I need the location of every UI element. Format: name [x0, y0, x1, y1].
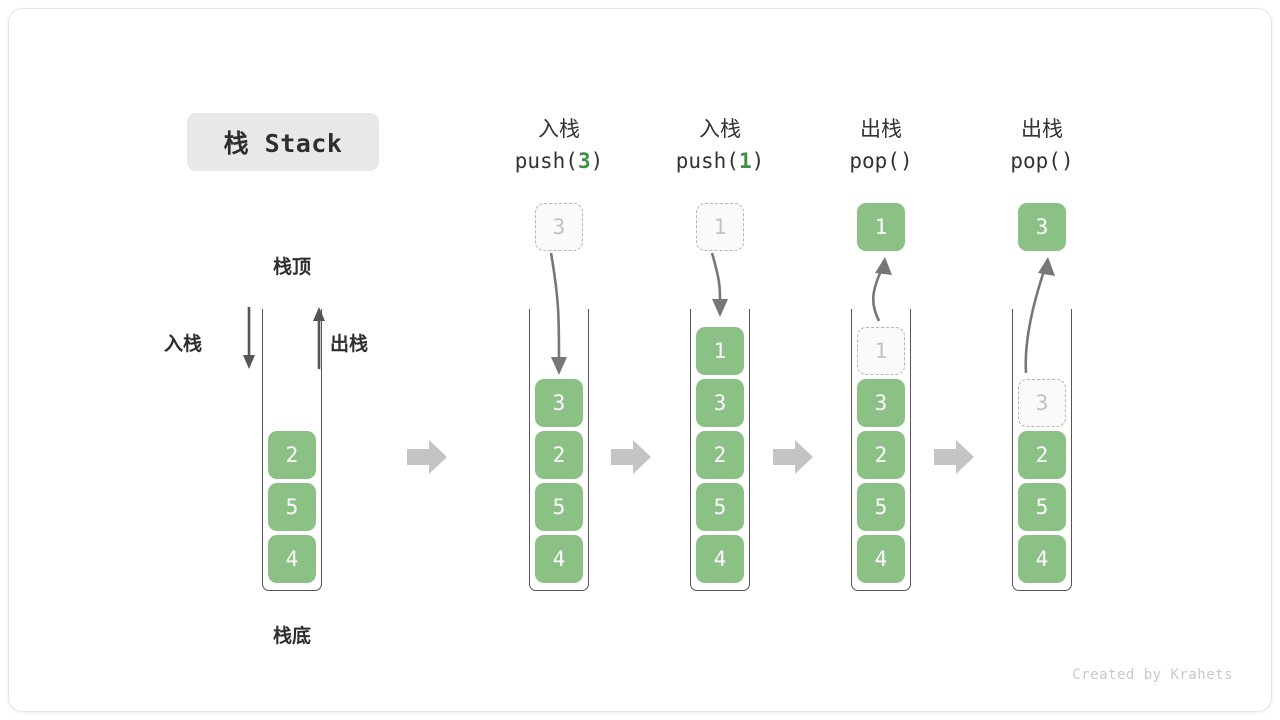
- stack-cell: 5: [696, 483, 744, 531]
- column-heading: 出栈 pop(): [962, 113, 1122, 177]
- arrow-right-icon: [407, 440, 447, 474]
- push-argument: 1: [738, 149, 752, 173]
- column-heading: 入栈 push(1): [640, 113, 800, 177]
- column-heading-line2: pop(): [849, 149, 913, 173]
- stack-bottom-label: 栈底: [272, 625, 311, 647]
- stack-container: [851, 309, 911, 591]
- stack-cell: 5: [535, 483, 583, 531]
- stack-cell: 1: [696, 327, 744, 375]
- stack-cell: 4: [268, 535, 316, 583]
- column-heading: 入栈 push(3): [479, 113, 639, 177]
- push-source-element: 3: [535, 203, 583, 251]
- pop-legend-label: 出栈: [330, 333, 369, 355]
- stack-cell: 2: [696, 431, 744, 479]
- push-argument: 3: [577, 149, 591, 173]
- column-heading-line1: 入栈: [538, 117, 580, 141]
- stack-container: [262, 309, 322, 591]
- stack-cell: 5: [1018, 483, 1066, 531]
- arrow-right-icon: [934, 440, 974, 474]
- stack-cell: 3: [857, 379, 905, 427]
- push-source-value: 1: [713, 215, 727, 239]
- page-title: 栈 Stack: [187, 113, 379, 171]
- stack-cell-ghost: 3: [1018, 379, 1066, 427]
- stack-cell-ghost: 1: [857, 327, 905, 375]
- credit-text: Created by Krahets: [1072, 667, 1233, 683]
- arrow-right-icon: [773, 440, 813, 474]
- stack-container: [690, 309, 750, 591]
- column-heading-line2: push(3): [514, 149, 604, 173]
- push-legend-label: 入栈: [164, 333, 203, 355]
- stack-container: [529, 309, 589, 591]
- stack-cell: 2: [1018, 431, 1066, 479]
- stack-cell: 5: [268, 483, 316, 531]
- stack-top-label: 栈顶: [272, 256, 311, 278]
- stack-cell: 2: [535, 431, 583, 479]
- pop-result-value: 3: [1035, 215, 1049, 239]
- push-source-element: 1: [696, 203, 744, 251]
- stack-container: [1012, 309, 1072, 591]
- column-heading-line2: pop(): [1010, 149, 1074, 173]
- arrow-right-icon: [611, 440, 651, 474]
- stack-cell: 4: [857, 535, 905, 583]
- push-source-value: 3: [552, 215, 566, 239]
- pop-result-element: 1: [857, 203, 905, 251]
- column-heading-line1: 出栈: [1021, 117, 1063, 141]
- column-heading: 出栈 pop(): [801, 113, 961, 177]
- pop-result-element: 3: [1018, 203, 1066, 251]
- pop-result-value: 1: [874, 215, 888, 239]
- column-heading-line1: 出栈: [860, 117, 902, 141]
- stack-cell: 3: [535, 379, 583, 427]
- stack-cell: 3: [696, 379, 744, 427]
- column-heading-line1: 入栈: [699, 117, 741, 141]
- arrow-down-icon: [243, 307, 255, 369]
- column-heading-line2: push(1): [675, 149, 765, 173]
- stack-cell: 4: [696, 535, 744, 583]
- stack-cell: 4: [535, 535, 583, 583]
- stack-cell: 5: [857, 483, 905, 531]
- stack-cell: 4: [1018, 535, 1066, 583]
- stack-cell: 2: [268, 431, 316, 479]
- stack-cell: 2: [857, 431, 905, 479]
